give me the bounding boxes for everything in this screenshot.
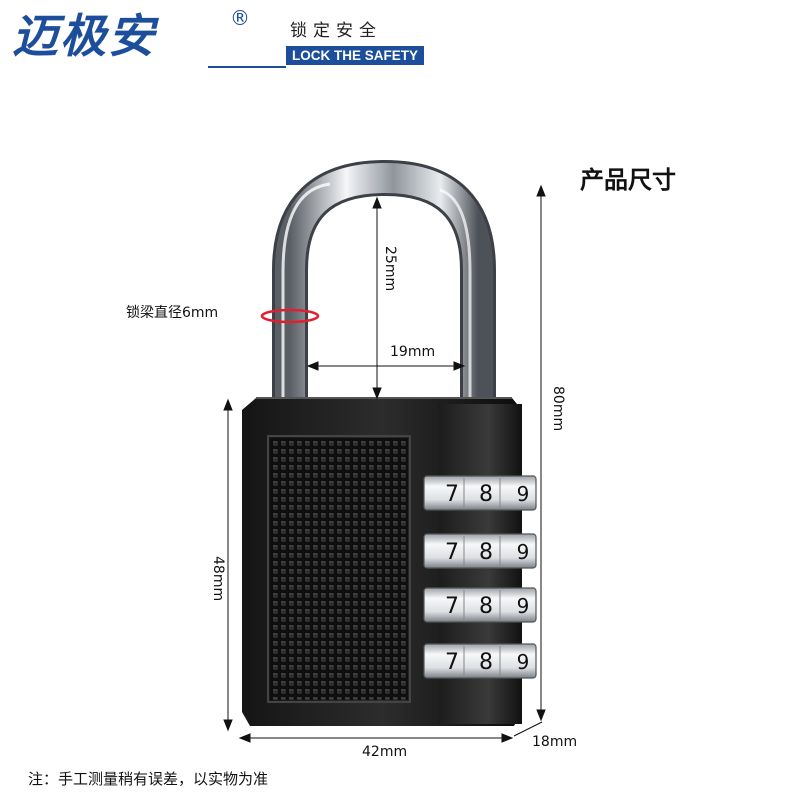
dial-digit: 9 [517,540,530,564]
grip-texture [270,438,408,700]
brand-logo: 迈极安 ® 锁定安全 LOCK THE SAFETY [12,6,432,70]
measurement-note: 注：手工测量稍有误差，以实物为准 [28,770,269,788]
dial-digit: 7 [445,650,459,675]
shackle-width-label: 19mm [390,344,436,360]
combination-dial[interactable]: 7 8 9 [423,587,537,623]
body-width-label: 42mm [362,744,408,760]
dimension-lines [223,184,546,743]
brand-slogan-en: LOCK THE SAFETY [286,46,425,65]
dial-digit: 9 [517,482,530,506]
dial-digit: 7 [445,540,459,565]
dial-digit: 8 [479,650,493,675]
dial-digit: 8 [479,540,493,565]
page-title: 产品尺寸 [580,166,676,194]
dial-digit: 8 [479,594,493,619]
combination-dial[interactable]: 7 8 9 [423,475,537,511]
brand-name: 迈极安 [12,9,156,63]
shackle-diameter-label: 锁梁直径6mm [126,305,219,321]
dial-digit: 9 [517,594,530,618]
shackle [272,159,496,410]
combination-dial[interactable]: 7 8 9 [423,533,537,569]
thickness-label: 18mm [532,734,578,750]
brand-underline [208,66,286,68]
total-height-label: 80mm [550,386,566,432]
dial-digit: 9 [517,650,530,674]
shackle-diameter-marker [260,308,320,324]
registered-mark: ® [230,6,250,30]
combination-dial[interactable]: 7 8 9 [423,643,537,679]
body-height-label: 48mm [210,556,226,602]
brand-slogan-cn: 锁定安全 [290,21,382,41]
shackle-height-label: 25mm [382,246,398,292]
dial-digit: 8 [479,482,493,507]
dial-digit: 7 [445,594,459,619]
dial-digit: 7 [445,482,459,507]
